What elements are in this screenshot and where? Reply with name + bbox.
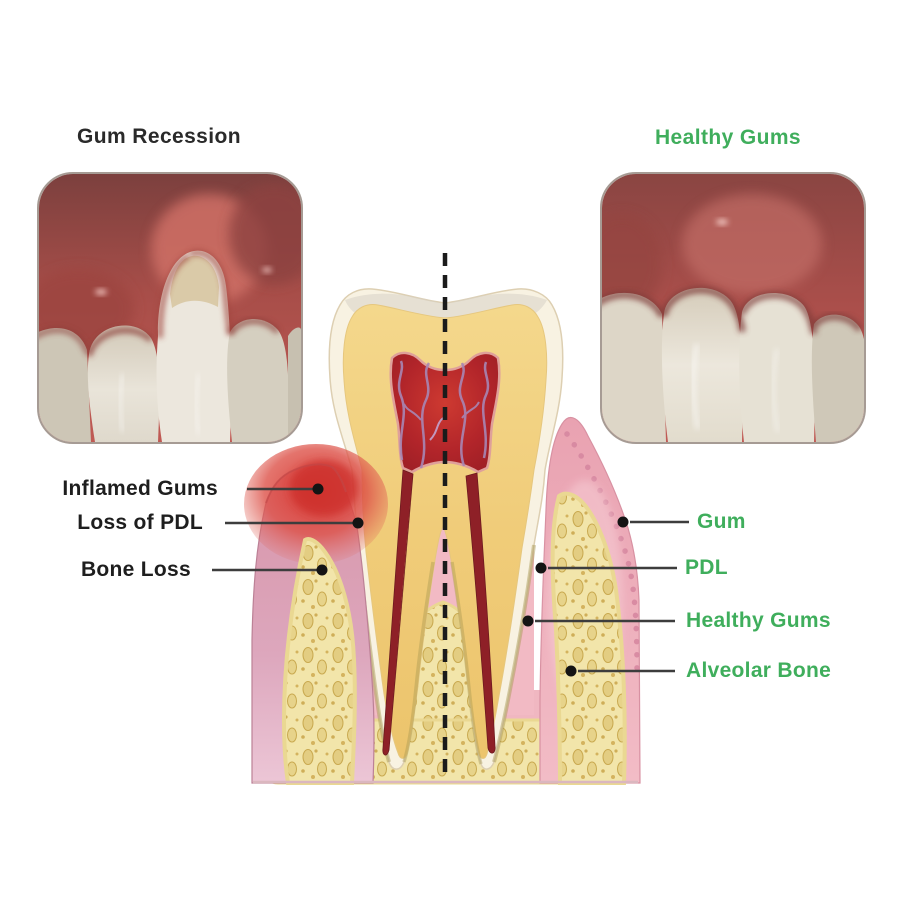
healthy-side xyxy=(539,417,641,785)
pulp-vessels xyxy=(397,360,490,469)
right-title: Healthy Gums xyxy=(654,126,801,149)
gum-recession-photo xyxy=(37,172,303,444)
bone-loss-dot xyxy=(316,564,328,576)
leader-lines-left xyxy=(212,487,358,572)
diseased-side xyxy=(244,444,388,785)
receded-bone xyxy=(281,537,357,785)
healthy-gums-photo-art xyxy=(602,174,864,442)
gum-dot xyxy=(617,516,629,528)
healthy-gums-dot xyxy=(522,615,534,627)
healthy-bone xyxy=(550,491,627,785)
leader-dots-left xyxy=(312,483,364,576)
leader-lines-right xyxy=(535,520,689,673)
alveolar-bone-dot xyxy=(565,665,577,677)
root-canal-left xyxy=(382,469,414,756)
loss-of-pdl-dot xyxy=(352,517,364,529)
inflamed-gums-dot xyxy=(312,483,324,495)
label-loss-of-pdl: Loss of PDL xyxy=(77,511,203,534)
pdl-dot xyxy=(535,562,547,574)
healthy-gums-photo xyxy=(600,172,866,444)
label-inflamed-gums: Inflamed Gums xyxy=(62,477,218,500)
leader-dots-right xyxy=(522,516,629,677)
label-pdl: PDL xyxy=(685,556,728,579)
gum-recession-photo-art xyxy=(39,174,301,442)
root-canal-right xyxy=(465,472,496,754)
label-alveolar-bone: Alveolar Bone xyxy=(686,659,832,682)
left-title: Gum Recession xyxy=(77,125,241,148)
label-healthy-gums: Healthy Gums xyxy=(686,609,831,632)
gum-stipple xyxy=(564,431,640,671)
label-bone-loss: Bone Loss xyxy=(80,558,191,581)
label-gum: Gum xyxy=(697,510,746,533)
